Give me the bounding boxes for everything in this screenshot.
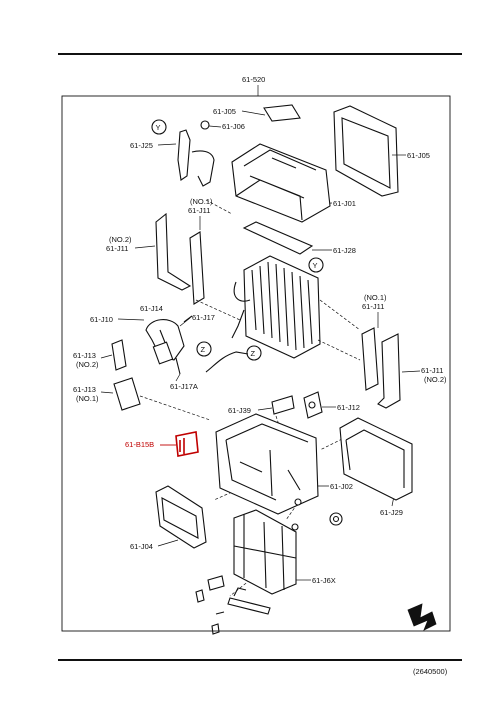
- part-j28-strip: [242, 221, 314, 255]
- part-connector-pipe: [205, 351, 249, 373]
- part-j02-detail: [225, 423, 309, 501]
- part-j11-no2-right: [377, 333, 401, 409]
- label-61-J10: 61-J10: [90, 315, 113, 324]
- callout-y-1: [151, 119, 167, 135]
- label-61-J28: 61-J28: [333, 246, 356, 255]
- label-no2-b: (NO.2): [76, 360, 99, 369]
- part-j11-no1-left: [189, 231, 205, 305]
- label-61-J06: 61-J06: [222, 122, 245, 131]
- leader-j04: [157, 539, 179, 547]
- leader-j06: [208, 125, 222, 128]
- label-61-J11-b: 61-J11: [106, 244, 128, 253]
- leader-j25: [157, 143, 177, 146]
- footer-code: (2640500): [413, 667, 448, 676]
- label-no1-c: (NO.1): [76, 394, 99, 403]
- leader-j11-b: [134, 245, 156, 249]
- part-j02-lower-case: [215, 413, 319, 515]
- label-61-520: 61-520: [242, 75, 265, 84]
- leader-j05-top: [241, 110, 266, 116]
- callout-z-2: [246, 345, 262, 361]
- label-61-J11-d: 61-J11: [421, 366, 443, 375]
- callout-y-2-text: Y: [313, 261, 318, 270]
- part-j14-block: [152, 341, 174, 365]
- part-j6x-grid: [233, 514, 297, 591]
- leader-j13-a: [100, 354, 113, 359]
- label-61-J29: 61-J29: [380, 508, 403, 517]
- callout-z-2-text: Z: [251, 349, 256, 358]
- label-61-J01: 61-J01: [333, 199, 356, 208]
- part-j01-upper-case: [231, 143, 331, 223]
- part-small-hardware: [195, 575, 271, 635]
- part-j39-tube: [271, 395, 295, 415]
- part-evaporator-pipes: [231, 281, 251, 339]
- part-j04-seal: [155, 485, 207, 549]
- part-screw-a: [291, 523, 299, 531]
- label-no2-c: (NO.2): [424, 375, 447, 384]
- label-61-J11-a: 61-J11: [188, 206, 210, 215]
- label-61-J14: 61-J14: [140, 304, 163, 313]
- part-j29-detail: [345, 429, 405, 488]
- callout-y-1-text: Y: [156, 123, 161, 132]
- part-grommet: [329, 512, 343, 526]
- leader-j39: [257, 407, 273, 411]
- part-j02-fastener: [294, 498, 302, 506]
- leader-j17a: [175, 373, 181, 382]
- part-j13-no1-pad: [113, 377, 141, 411]
- part-j13-no2-pad: [111, 339, 127, 371]
- label-61-J02: 61-J02: [330, 482, 353, 491]
- label-61-J25: 61-J25: [130, 141, 153, 150]
- part-evaporator-core: [243, 255, 321, 359]
- label-61-J05-right: 61-J05: [407, 151, 430, 160]
- part-j06-clip: [200, 120, 210, 130]
- label-61-J05-top: 61-J05: [213, 107, 236, 116]
- part-j01-detail: [235, 149, 317, 221]
- part-j25-pipe: [177, 129, 215, 187]
- part-j12-hole: [308, 401, 316, 409]
- part-b15b-resistor: [175, 431, 199, 457]
- callout-z-1-text: Z: [201, 345, 206, 354]
- label-61-J17A: 61-J17A: [170, 382, 198, 391]
- label-no1-a: (NO.1): [190, 197, 213, 206]
- label-61-J39: 61-J39: [228, 406, 251, 415]
- part-j05-pad: [263, 104, 301, 122]
- direction-arrow-icon: [407, 603, 437, 631]
- label-61-J11-c: 61-J11: [362, 302, 384, 311]
- leader-j13-b: [100, 391, 114, 394]
- label-61-J12: 61-J12: [337, 403, 360, 412]
- part-j12-plate: [303, 391, 323, 419]
- label-61-J13-b: 61-J13: [73, 385, 96, 394]
- leader-j11-d: [401, 370, 421, 373]
- label-61-J17: 61-J17: [192, 313, 215, 322]
- part-evaporator-fins: [251, 261, 313, 351]
- label-no2-a: (NO.2): [109, 235, 132, 244]
- label-61-B15B: 61-B15B: [125, 440, 154, 449]
- part-grommet-inner: [332, 515, 340, 523]
- assembly-frame: [61, 95, 451, 632]
- leader-j10: [117, 318, 145, 321]
- part-j10-valve-lines: [145, 315, 193, 375]
- label-61-J04: 61-J04: [130, 542, 153, 551]
- part-j11-no2-left: [155, 212, 192, 291]
- part-j05-seal: [333, 105, 399, 197]
- callout-z-1: [196, 341, 212, 357]
- label-61-J13-a: 61-J13: [73, 351, 96, 360]
- part-j11-no1-right: [361, 327, 379, 391]
- part-j29-duct: [339, 417, 413, 501]
- callout-y-2: [308, 257, 324, 273]
- label-61-J6X: 61-J6X: [312, 576, 336, 585]
- label-no1-b: (NO.1): [364, 293, 387, 302]
